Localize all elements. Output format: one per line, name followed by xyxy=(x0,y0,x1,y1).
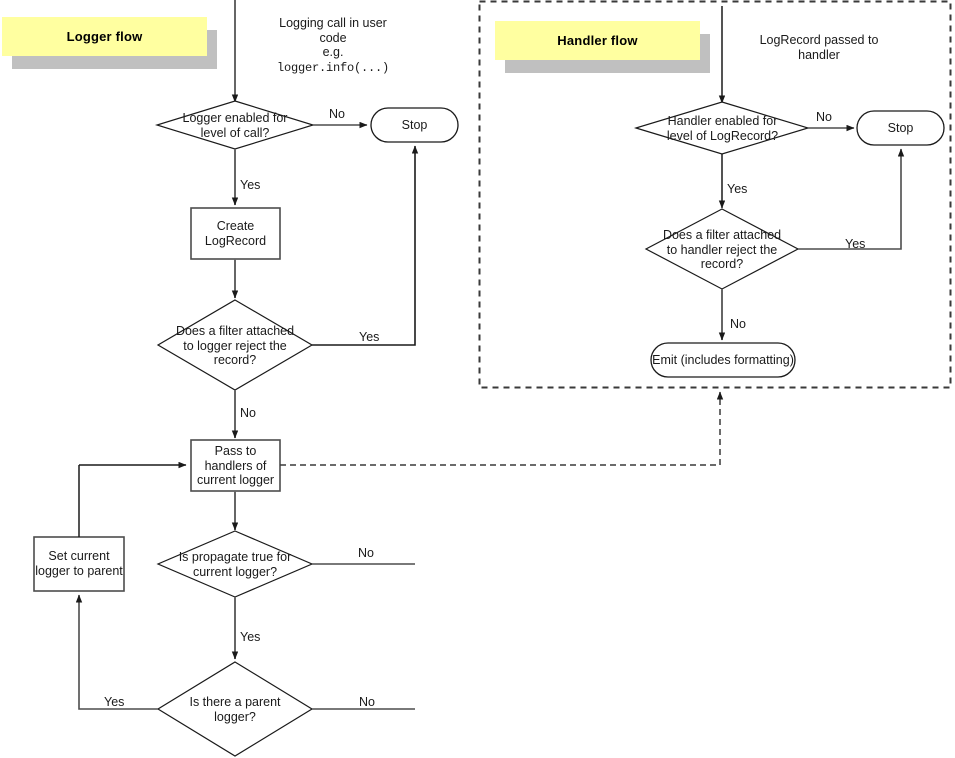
node-logger-stop xyxy=(370,107,459,143)
node-handler-stop xyxy=(856,110,945,146)
edge-label-handler-enabled-no: No xyxy=(816,110,832,124)
logger-flow-title-text: Logger flow xyxy=(66,29,143,44)
node-create-logrecord xyxy=(190,207,281,260)
logger-flow-title: Logger flow xyxy=(2,17,207,56)
node-is-parent-logger xyxy=(156,661,314,757)
node-pass-to-handlers xyxy=(190,439,281,492)
edge-label-handler-enabled-yes: Yes xyxy=(727,182,748,196)
handler-flow-container xyxy=(478,0,952,389)
edge-handler-filter-yes xyxy=(798,148,905,250)
node-is-propagate xyxy=(156,530,314,598)
node-handler-filter-reject xyxy=(644,208,800,290)
edge-label-logger-enabled-yes: Yes xyxy=(240,178,261,192)
edge-label-is-parent-no: No xyxy=(359,695,375,709)
edge-label-is-parent-yes: Yes xyxy=(104,695,125,709)
edge-pass-to-handler-flow xyxy=(280,391,724,466)
handler-flow-title-text: Handler flow xyxy=(557,33,638,48)
edge-label-propagate-no: No xyxy=(358,546,374,560)
edge-is-parent-yes xyxy=(75,594,158,710)
edge-label-propagate-yes: Yes xyxy=(240,630,261,644)
node-handler-enabled xyxy=(633,101,811,155)
node-logger-enabled xyxy=(154,100,316,150)
node-logger-filter-reject xyxy=(156,299,314,391)
edge-logger-filter-yes xyxy=(312,145,419,346)
node-set-current-logger xyxy=(33,536,125,592)
edge-label-handler-filter-yes: Yes xyxy=(845,237,866,251)
edge-label-logger-filter-no: No xyxy=(240,406,256,420)
node-emit xyxy=(650,342,796,378)
edge-label-handler-filter-no: No xyxy=(730,317,746,331)
edge-label-logger-filter-yes: Yes xyxy=(359,330,380,344)
handler-flow-title: Handler flow xyxy=(495,21,700,60)
edge-label-logger-enabled-no: No xyxy=(329,107,345,121)
